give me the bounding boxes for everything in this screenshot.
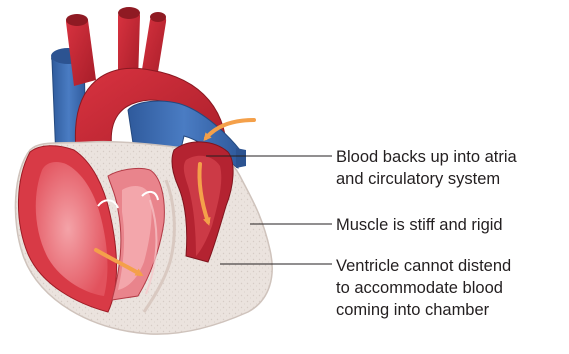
label-ventricle: Ventricle cannot distend to accommodate …	[336, 255, 511, 321]
label-ventricle-line-2: to accommodate blood	[336, 277, 511, 299]
label-atria-backup-line-2: and circulatory system	[336, 168, 517, 190]
label-ventricle-line-1: Ventricle cannot distend	[336, 255, 511, 277]
label-atria-backup: Blood backs up into atria and circulator…	[336, 146, 517, 190]
label-muscle-stiff-line-1: Muscle is stiff and rigid	[336, 214, 503, 236]
label-ventricle-line-3: coming into chamber	[336, 299, 511, 321]
label-atria-backup-line-1: Blood backs up into atria	[336, 146, 517, 168]
label-muscle-stiff: Muscle is stiff and rigid	[336, 214, 503, 236]
